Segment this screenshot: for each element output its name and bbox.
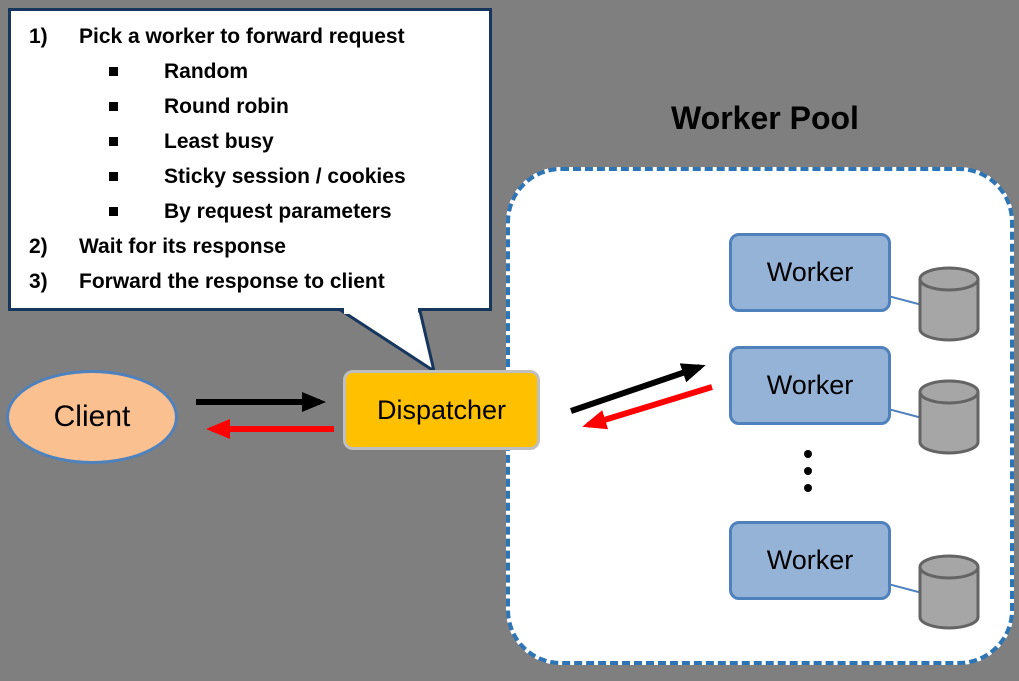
square-bullet-icon (109, 137, 118, 146)
database-cylinder-icon (918, 554, 980, 630)
step-text: Wait for its response (79, 234, 286, 258)
ellipsis-dot (804, 467, 812, 475)
client-label: Client (53, 400, 131, 433)
callout-step-3: 3) Forward the response to client (21, 264, 479, 299)
step-text: Pick a worker to forward request (79, 24, 405, 48)
sub-item-text: Round robin (164, 94, 289, 118)
callout-sub-item: Sticky session / cookies (21, 159, 479, 194)
step-number: 3) (29, 269, 48, 293)
worker-label: Worker (766, 545, 854, 575)
sub-item-text: Random (164, 59, 248, 83)
ellipsis-dot (804, 450, 812, 458)
dispatcher-node: Dispatcher (343, 370, 540, 450)
step-text: Forward the response to client (79, 269, 385, 293)
more-workers-ellipsis-icon (804, 450, 812, 492)
dispatcher-label: Dispatcher (376, 394, 507, 425)
callout-sub-item: By request parameters (21, 194, 479, 229)
worker-node-3: Worker (729, 521, 891, 600)
callout-step-2: 2) Wait for its response (21, 229, 479, 264)
dispatcher-callout: 1) Pick a worker to forward request Rand… (8, 8, 492, 311)
callout-tail (336, 305, 437, 375)
database-cylinder-icon (918, 266, 980, 342)
step-number: 1) (29, 24, 48, 48)
worker-label: Worker (766, 257, 854, 287)
sub-item-text: Least busy (164, 129, 274, 153)
step-number: 2) (29, 234, 48, 258)
square-bullet-icon (109, 102, 118, 111)
callout-sub-item: Random (21, 54, 479, 89)
worker-label: Worker (766, 370, 854, 400)
database-cylinder-icon (918, 379, 980, 455)
square-bullet-icon (109, 172, 118, 181)
callout-sub-item: Least busy (21, 124, 479, 159)
square-bullet-icon (109, 207, 118, 216)
callout-step-1: 1) Pick a worker to forward request (21, 19, 479, 54)
worker-node-1: Worker (729, 233, 891, 312)
client-node: Client (6, 370, 178, 464)
callout-sub-item: Round robin (21, 89, 479, 124)
sub-item-text: Sticky session / cookies (164, 164, 406, 188)
sub-item-text: By request parameters (164, 199, 392, 223)
worker-pool-title: Worker Pool (671, 100, 859, 136)
ellipsis-dot (804, 484, 812, 492)
square-bullet-icon (109, 67, 118, 76)
worker-node-2: Worker (729, 346, 891, 425)
